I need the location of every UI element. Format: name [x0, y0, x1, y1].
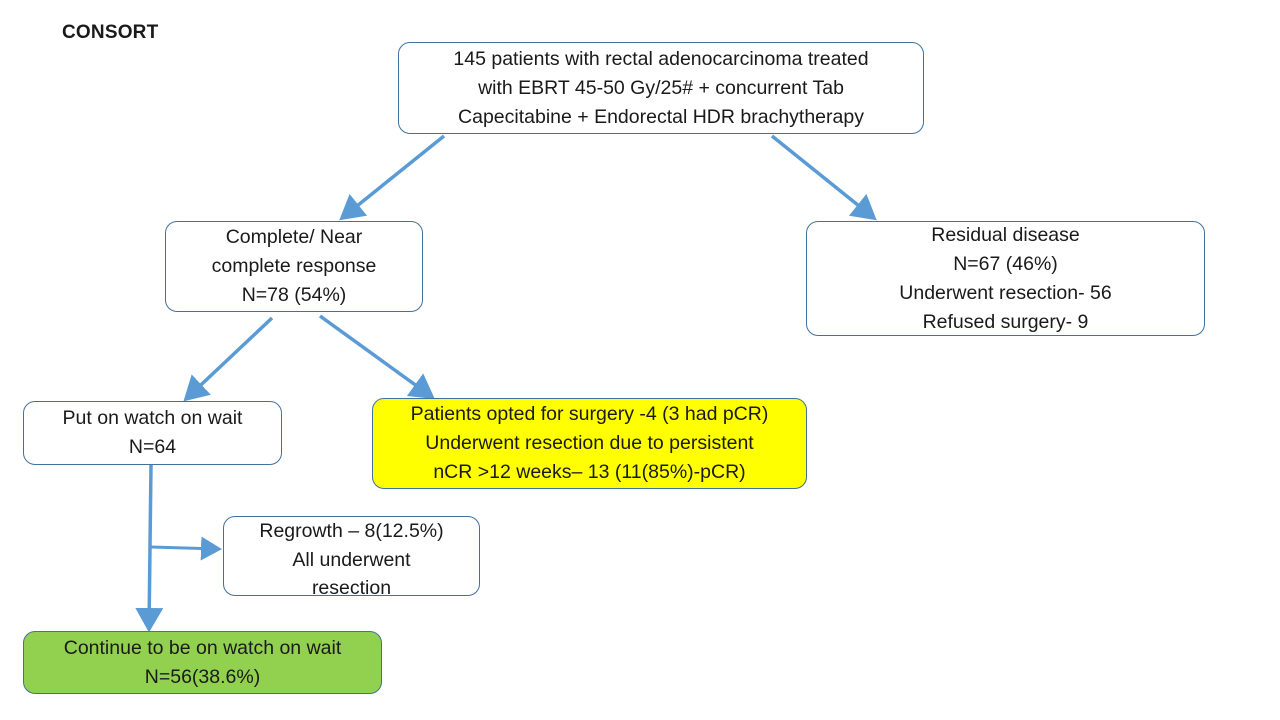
start-node: 145 patients with rectal adenocarcinoma … [398, 42, 924, 134]
start-node-line: Capecitabine + Endorectal HDR brachyther… [458, 105, 864, 128]
residual-disease-node: Residual disease N=67 (46%) Underwent re… [806, 221, 1205, 336]
complete-response-node: Complete/ Near complete response N=78 (5… [165, 221, 423, 312]
surgery-node: Patients opted for surgery -4 (3 had pCR… [372, 398, 807, 489]
continue-node: Continue to be on watch on wait N=56(38.… [23, 631, 382, 694]
regrowth-line: Regrowth – 8(12.5%) [259, 520, 444, 542]
arrow-start-to-complete [339, 134, 446, 221]
watch-and-wait-node: Put on watch on wait N=64 [23, 401, 282, 465]
residual-disease-line: Residual disease [931, 223, 1080, 246]
arrow-watch-to-continue [135, 464, 164, 633]
complete-response-line: N=78 (54%) [241, 284, 347, 306]
complete-response-line: complete response [211, 255, 377, 277]
residual-disease-line: Underwent resection- 56 [899, 281, 1112, 304]
watch-and-wait-line: N=64 [128, 436, 177, 458]
arrow-branch-to-regrowth [150, 536, 222, 561]
arrow-complete-to-watch [183, 316, 274, 402]
complete-response-line: Complete/ Near [225, 226, 363, 248]
arrow-complete-to-surgery [318, 314, 435, 400]
watch-and-wait-line: Put on watch on wait [62, 407, 243, 429]
surgery-line: Underwent resection due to persistent [425, 432, 754, 454]
continue-line: N=56(38.6%) [144, 665, 261, 688]
residual-disease-line: Refused surgery- 9 [922, 310, 1089, 333]
start-node-line: with EBRT 45-50 Gy/25# + concurrent Tab [478, 76, 844, 99]
arrow-start-to-residual [770, 134, 877, 221]
regrowth-node: Regrowth – 8(12.5%) All underwent resect… [223, 516, 480, 599]
surgery-line: Patients opted for surgery -4 (3 had pCR… [410, 403, 769, 425]
surgery-line: nCR >12 weeks– 13 (11(85%)-pCR) [433, 461, 746, 483]
residual-disease-line: N=67 (46%) [953, 252, 1058, 275]
regrowth-line: resection [311, 577, 392, 599]
start-node-line: 145 patients with rectal adenocarcinoma … [453, 47, 869, 70]
regrowth-line: All underwent [292, 549, 411, 571]
continue-line: Continue to be on watch on wait [63, 636, 342, 659]
diagram-title: CONSORT [62, 22, 159, 43]
